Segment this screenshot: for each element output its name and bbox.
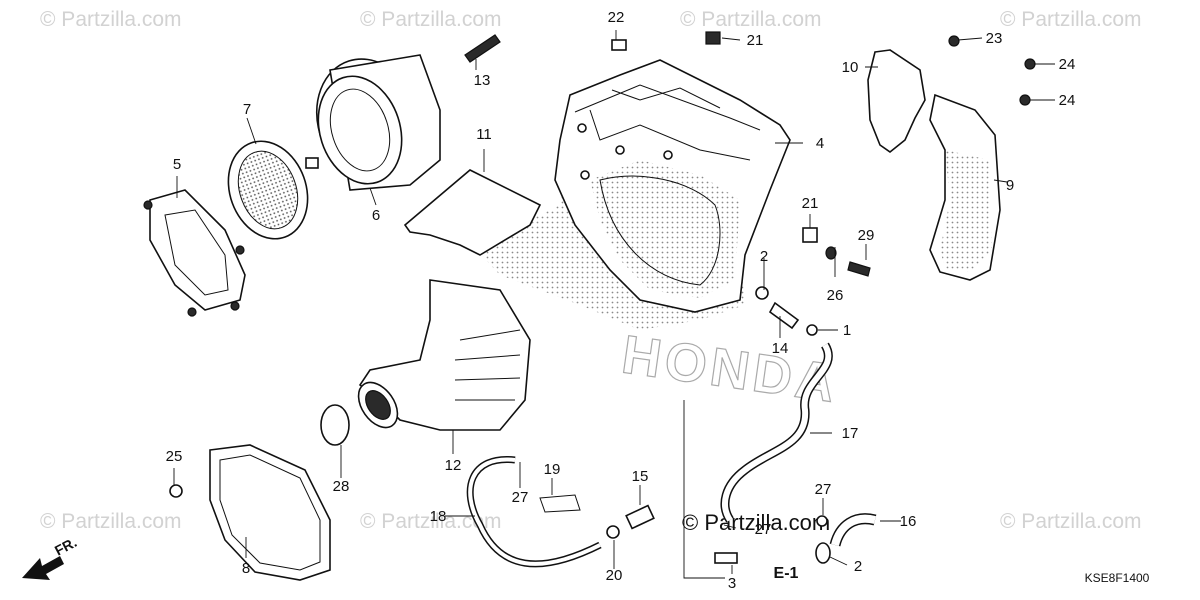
- callout: 20: [606, 567, 623, 584]
- connecting-tube: [357, 279, 531, 431]
- callout: 24: [1059, 56, 1076, 73]
- watermark: © Partzilla.com: [1000, 8, 1142, 31]
- callout: 24: [1059, 92, 1076, 109]
- element-plate: [143, 189, 246, 317]
- callout: 19: [544, 461, 561, 478]
- watermark: © Partzilla.com: [680, 8, 822, 31]
- callout: 2: [760, 248, 768, 265]
- watermark: © Partzilla.com: [40, 8, 182, 31]
- callout: 21: [802, 195, 819, 212]
- callout: 16: [900, 513, 917, 530]
- section-ref: E-1: [774, 565, 799, 582]
- callout: 27: [512, 489, 529, 506]
- callout: 2: [854, 558, 862, 575]
- bracket-10: [867, 49, 926, 153]
- callout: 21: [747, 32, 764, 49]
- element-holder: [227, 140, 319, 240]
- callout: 25: [166, 448, 183, 465]
- gasket-8: [209, 444, 331, 581]
- callout: 17: [842, 425, 859, 442]
- bracket-11: [403, 169, 542, 256]
- air-cleaner-case: [554, 59, 791, 313]
- callout: 5: [173, 156, 181, 173]
- callout: 3: [728, 575, 736, 592]
- callout: 13: [474, 72, 491, 89]
- watermark-main: © Partzilla.com: [682, 510, 830, 535]
- callout: 18: [430, 508, 447, 525]
- callout: 8: [242, 560, 250, 577]
- air-element: [315, 54, 441, 191]
- fasteners: [169, 31, 1036, 564]
- callout: 6: [372, 207, 380, 224]
- callout: 10: [842, 59, 859, 76]
- callout: 11: [476, 126, 492, 143]
- callout: 7: [243, 101, 251, 118]
- watermark: © Partzilla.com: [360, 8, 502, 31]
- callout: 12: [445, 457, 462, 474]
- callout: 23: [986, 30, 1003, 47]
- watermark: © Partzilla.com: [1000, 510, 1142, 533]
- callout: 14: [772, 340, 789, 357]
- callout: 27: [815, 481, 832, 498]
- callout: 28: [333, 478, 350, 495]
- callout-labels: 1 2 2 3 4 5 6 7 8 9 10 11 12 13 14 15 16…: [166, 9, 1076, 592]
- direction-label: FR.: [52, 534, 79, 559]
- callout: 22: [608, 9, 625, 26]
- callout: 4: [816, 135, 824, 152]
- callout: 26: [827, 287, 844, 304]
- clamp-28: [320, 404, 350, 446]
- callout: 15: [632, 468, 649, 485]
- callout: 27: [755, 521, 772, 538]
- watermark: © Partzilla.com: [40, 510, 182, 533]
- callout: 1: [843, 322, 851, 339]
- callout: 29: [858, 227, 875, 244]
- front-arrow: FR.: [22, 534, 79, 580]
- diagram-code: KSE8F1400: [1085, 571, 1150, 585]
- leader-lines: [173, 30, 1055, 579]
- callout: 9: [1006, 177, 1014, 194]
